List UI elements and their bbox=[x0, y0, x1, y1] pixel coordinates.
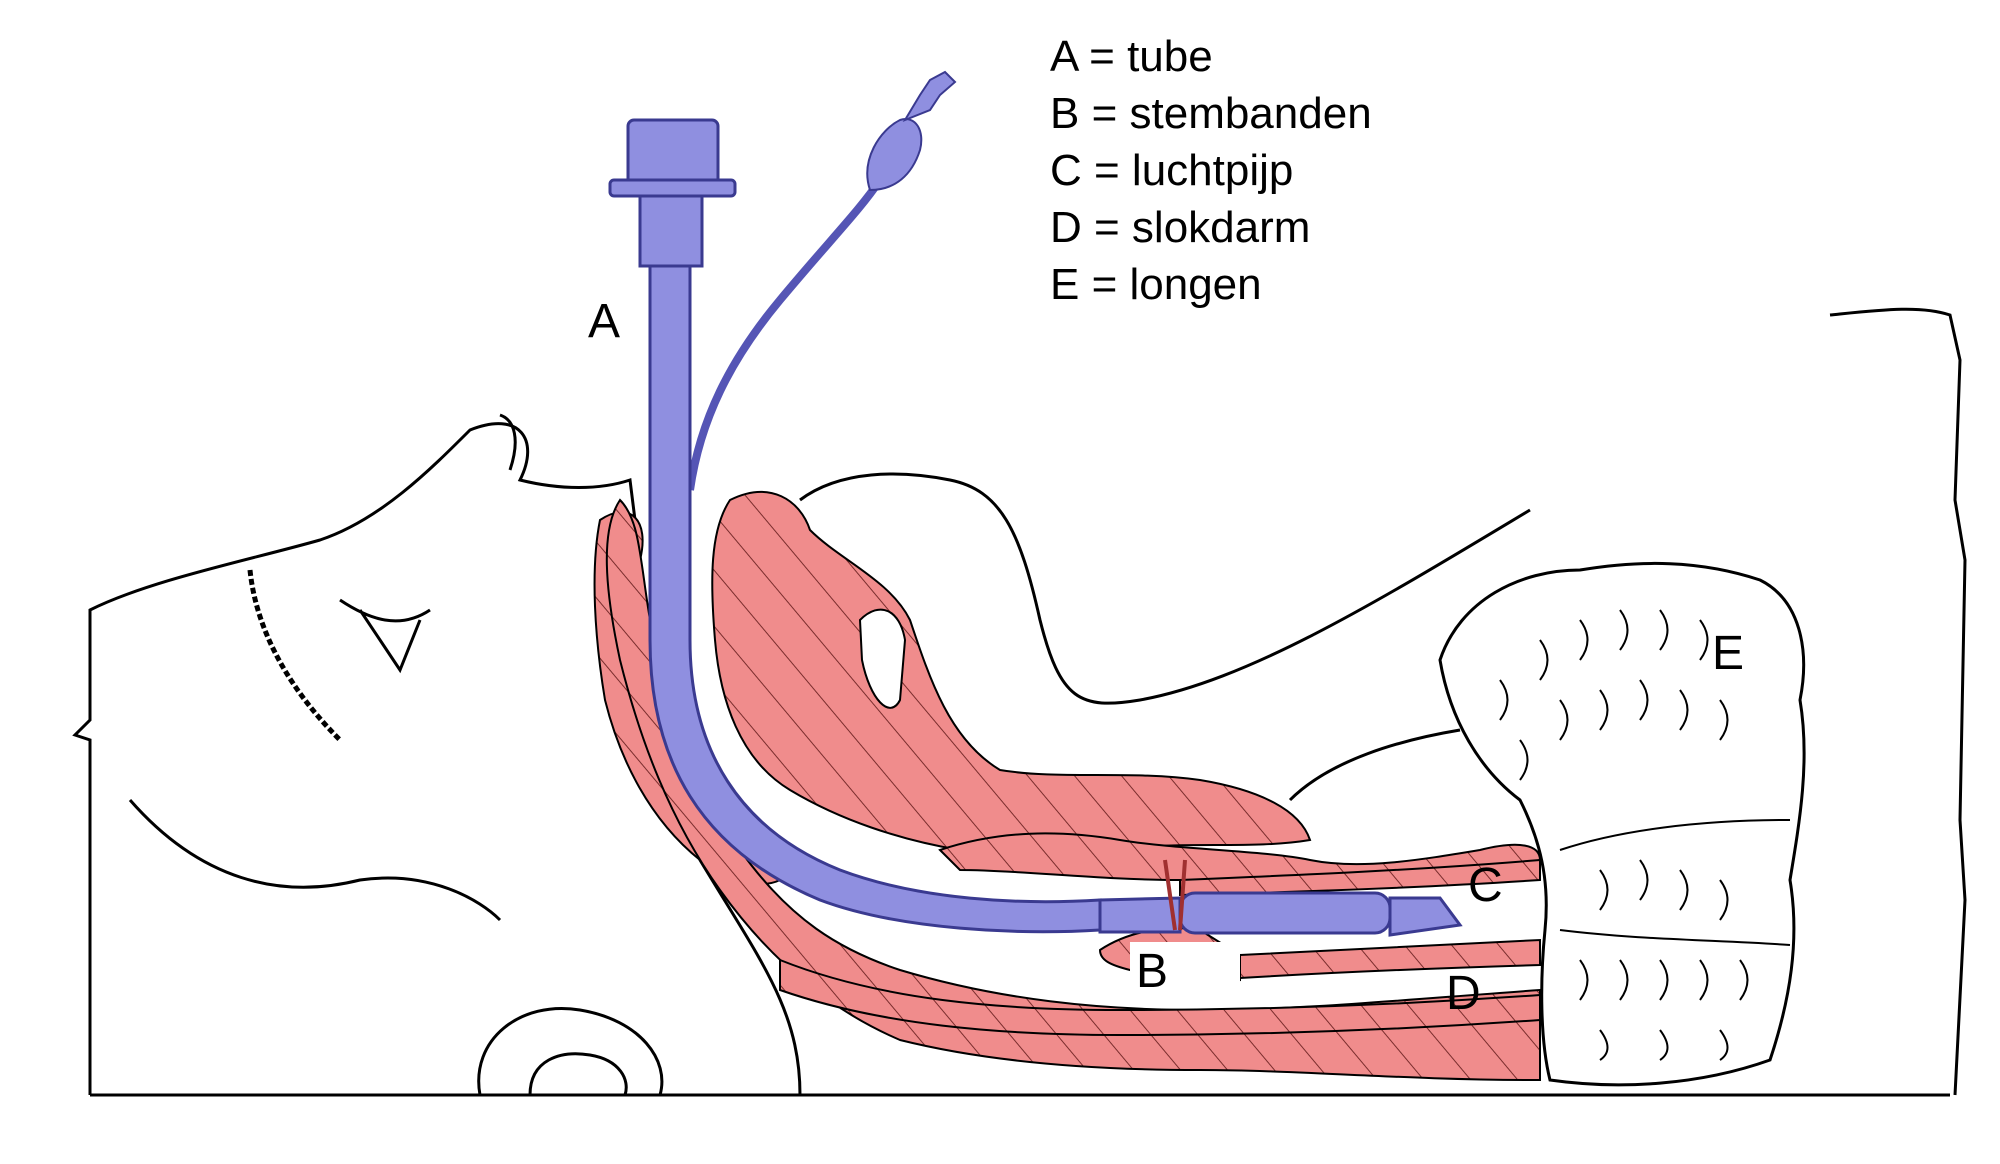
legend-item-c: C = luchtpijp bbox=[1050, 146, 1294, 195]
trachea-lower-wall bbox=[1239, 938, 1541, 980]
eye-outline bbox=[339, 598, 431, 674]
tube-neck bbox=[638, 194, 704, 268]
pilot-line bbox=[686, 177, 884, 491]
eyebrow bbox=[247, 569, 342, 742]
callout-c: C bbox=[1468, 859, 1503, 912]
vocal-cords-marker bbox=[1163, 859, 1187, 931]
callout-e: E bbox=[1712, 627, 1745, 680]
legend-item-d: D = slokdarm bbox=[1050, 203, 1311, 252]
nasal-tissue bbox=[858, 608, 907, 709]
esophagus-tissue bbox=[779, 958, 1541, 1037]
chest-outline bbox=[799, 472, 1531, 705]
label-b-mask bbox=[1130, 942, 1240, 992]
tube-flange bbox=[608, 178, 737, 198]
legend-item-a: A = tube bbox=[1050, 32, 1213, 81]
legend: A = tube B = stembanden C = luchtpijp D … bbox=[1050, 28, 1372, 313]
legend-item-e: E = longen bbox=[1050, 260, 1262, 309]
tongue-tissue bbox=[711, 490, 1312, 859]
legend-item-b: B = stembanden bbox=[1050, 89, 1372, 138]
callout-a: A bbox=[588, 295, 621, 348]
pilot-valve bbox=[902, 70, 957, 123]
lungs-outline bbox=[1438, 561, 1806, 1087]
callout-b: B bbox=[1136, 945, 1169, 998]
pilot-balloon bbox=[866, 118, 923, 192]
ear-outline bbox=[477, 1007, 664, 1096]
lung-divider bbox=[1559, 819, 1791, 946]
body-back-outline bbox=[1829, 307, 1967, 1096]
callout-d: D bbox=[1446, 967, 1481, 1020]
tube-cuff bbox=[1178, 891, 1392, 935]
jaw-line bbox=[128, 799, 502, 922]
shoulder-outline bbox=[1288, 728, 1461, 802]
lung-texture bbox=[1499, 609, 1749, 1061]
nose-outline bbox=[499, 413, 517, 471]
